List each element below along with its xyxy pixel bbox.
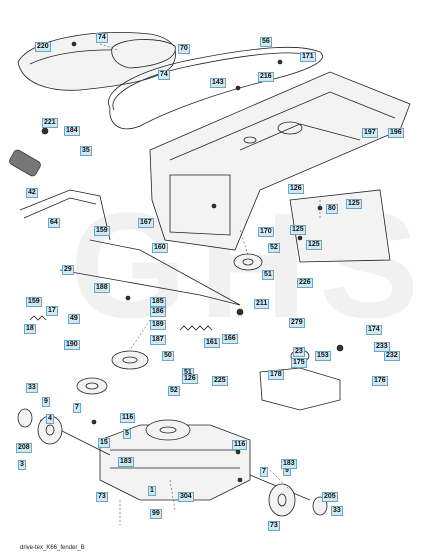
part-label: 74 [158, 70, 170, 80]
part-label: 116 [120, 413, 136, 423]
part-label: 188 [94, 283, 110, 293]
part-label: 190 [64, 340, 80, 350]
pulley-mid [111, 350, 149, 370]
part-label: 225 [212, 376, 228, 386]
part-label: 9 [42, 397, 50, 407]
hub-left-cap [17, 408, 33, 428]
part-label: 216 [258, 72, 274, 82]
part-label: 52 [168, 386, 180, 396]
part-label: 170 [258, 227, 274, 237]
part-label: 189 [150, 320, 166, 330]
part-label: 175 [291, 358, 307, 368]
part-label: 15 [98, 438, 110, 448]
part-label: 80 [326, 204, 338, 214]
part-label: 304 [178, 492, 194, 502]
part-label: 64 [48, 218, 60, 228]
part-label: 233 [374, 342, 390, 352]
pedal-rod [89, 239, 241, 306]
part-label: 160 [152, 243, 168, 253]
part-label: 183 [281, 459, 297, 469]
part-label: 185 [150, 297, 166, 307]
part-label: 125 [346, 199, 362, 209]
part-label: 56 [260, 37, 272, 47]
part-label: 159 [26, 297, 42, 307]
part-label: 73 [268, 521, 280, 531]
part-label: 176 [372, 376, 388, 386]
leader-line [99, 43, 119, 51]
part-label: 221 [42, 118, 58, 128]
part-label: 171 [300, 52, 316, 62]
part-label: 205 [322, 492, 338, 502]
part-label: 220 [35, 42, 51, 52]
lever-assembly [259, 367, 341, 411]
part-label: 184 [64, 126, 80, 136]
fan [145, 419, 191, 441]
part-label: 99 [150, 509, 162, 519]
part-label: 126 [288, 184, 304, 194]
part-label: 279 [289, 318, 305, 328]
part-label: 226 [297, 278, 313, 288]
part-label: 208 [16, 443, 32, 453]
shift-rod [19, 189, 111, 241]
diagram-footer-text: drive-tex_K66_fender_B [20, 545, 85, 551]
part-label: 18 [24, 324, 36, 334]
part-label: 211 [254, 299, 270, 309]
part-label: 73 [96, 492, 108, 502]
part-label: 126 [182, 374, 198, 384]
pedal-grip [9, 149, 41, 177]
part-label: 167 [138, 218, 154, 228]
part-label: 7 [73, 403, 81, 413]
part-label: 4 [46, 414, 54, 424]
part-label: 33 [26, 383, 38, 393]
part-label: 33 [331, 506, 343, 516]
part-label: 29 [62, 265, 74, 275]
part-label: 3 [18, 460, 26, 470]
part-label: 35 [80, 146, 92, 156]
part-label: 143 [210, 78, 226, 88]
part-label: 50 [162, 351, 174, 361]
part-label: 197 [362, 128, 378, 138]
part-label: 196 [388, 128, 404, 138]
part-label: 178 [268, 370, 284, 380]
part-label: 52 [268, 243, 280, 253]
hub-right [268, 483, 296, 517]
part-label: 42 [26, 188, 38, 198]
part-label: 166 [222, 334, 238, 344]
part-label: 23 [293, 347, 305, 357]
pulley-top [233, 253, 263, 271]
part-label: 232 [384, 351, 400, 361]
drive-belt [108, 46, 323, 130]
part-label: 174 [366, 325, 382, 335]
part-label: 17 [46, 306, 58, 316]
part-label: 74 [96, 33, 108, 43]
part-label: 116 [232, 440, 248, 450]
part-label: 5 [123, 429, 131, 439]
part-label: 161 [204, 338, 220, 348]
part-label: 125 [290, 225, 306, 235]
part-label: 49 [68, 314, 80, 324]
spring [179, 325, 213, 331]
part-label: 153 [315, 351, 331, 361]
part-label: 187 [150, 335, 166, 345]
part-label: 159 [94, 226, 110, 236]
part-label: 70 [178, 44, 190, 54]
part-label: 1 [148, 486, 156, 496]
part-label: 186 [150, 307, 166, 317]
part-label: 51 [262, 270, 274, 280]
fender-insert [111, 39, 176, 69]
part-label: 183 [118, 457, 134, 467]
part-label: 125 [306, 240, 322, 250]
pulley-left [76, 377, 108, 395]
part-label: 7 [260, 467, 268, 477]
